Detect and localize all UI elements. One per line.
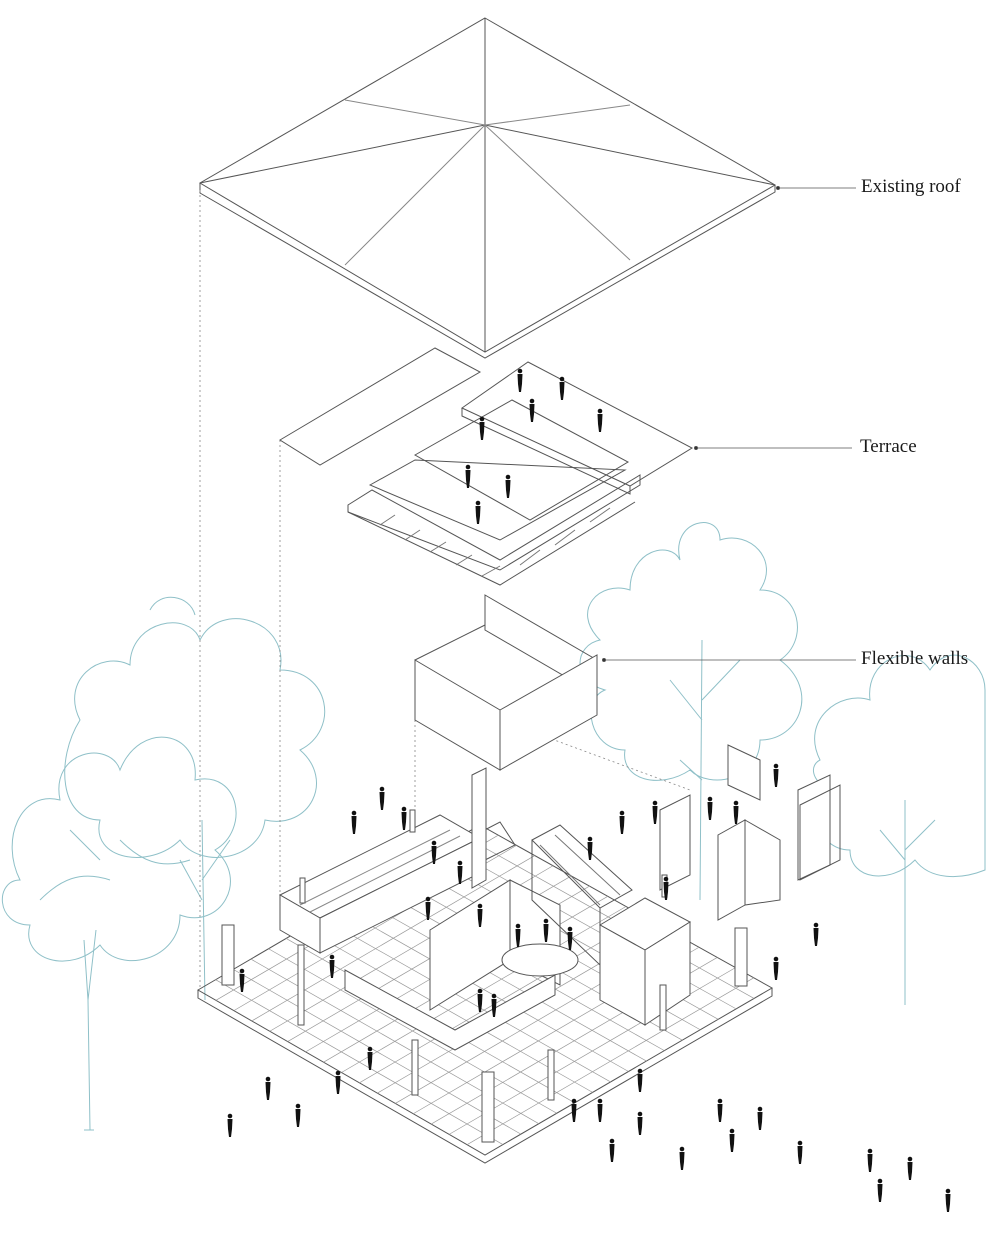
person-figure <box>477 988 483 1012</box>
flexible-walls <box>414 594 841 921</box>
person-figure <box>729 1128 735 1152</box>
person-figure <box>717 1098 723 1122</box>
person-figure <box>295 1103 301 1127</box>
building <box>221 767 748 1143</box>
person-figure <box>652 800 658 824</box>
tree-left <box>1 736 237 1131</box>
person-figure <box>597 408 603 432</box>
person-figure <box>401 806 407 830</box>
person-figure <box>517 368 523 392</box>
person-figure <box>329 954 335 978</box>
person-figure <box>515 923 521 947</box>
person-figure <box>907 1156 913 1180</box>
person-figure <box>351 810 357 834</box>
tree-left-back <box>64 596 326 1001</box>
person-figure <box>431 840 437 864</box>
person-figure <box>619 810 625 834</box>
person-figure <box>637 1111 643 1135</box>
tree-right <box>812 654 986 1005</box>
person-figure <box>367 1046 373 1070</box>
person-figure <box>679 1146 685 1170</box>
label-terrace: Terrace <box>860 436 917 457</box>
person-figure <box>505 474 511 498</box>
person-figure <box>379 786 385 810</box>
label-existing-roof: Existing roof <box>861 176 961 197</box>
person-figure <box>239 968 245 992</box>
person-figure <box>867 1148 873 1172</box>
person-figure <box>609 1138 615 1162</box>
person-figure <box>479 416 485 440</box>
person-figure <box>773 956 779 980</box>
person-figure <box>335 1070 341 1094</box>
person-figure <box>587 836 593 860</box>
terrace <box>279 347 694 586</box>
trees <box>1 522 986 1131</box>
person-figure <box>773 763 779 787</box>
person-figure <box>567 926 573 950</box>
person-figure <box>637 1068 643 1092</box>
person-figure <box>265 1076 271 1100</box>
person-figure <box>945 1188 951 1212</box>
label-flexible-walls: Flexible walls <box>861 648 969 669</box>
leaders <box>602 185 856 663</box>
person-figure <box>559 376 565 400</box>
person-figure <box>797 1140 803 1164</box>
person-figure <box>227 1113 233 1137</box>
person-figure <box>491 993 497 1017</box>
people <box>227 368 951 1212</box>
person-figure <box>465 464 471 488</box>
person-figure <box>877 1178 883 1202</box>
existing-roof <box>199 17 777 359</box>
person-figure <box>543 918 549 942</box>
person-figure <box>475 500 481 524</box>
person-figure <box>813 922 819 946</box>
person-figure <box>457 860 463 884</box>
person-figure <box>477 903 483 927</box>
person-figure <box>425 896 431 920</box>
person-figure <box>571 1098 577 1122</box>
person-figure <box>733 800 739 824</box>
person-figure <box>597 1098 603 1122</box>
person-figure <box>707 796 713 820</box>
person-figure <box>529 398 535 422</box>
person-figure <box>663 876 669 900</box>
person-figure <box>757 1106 763 1130</box>
